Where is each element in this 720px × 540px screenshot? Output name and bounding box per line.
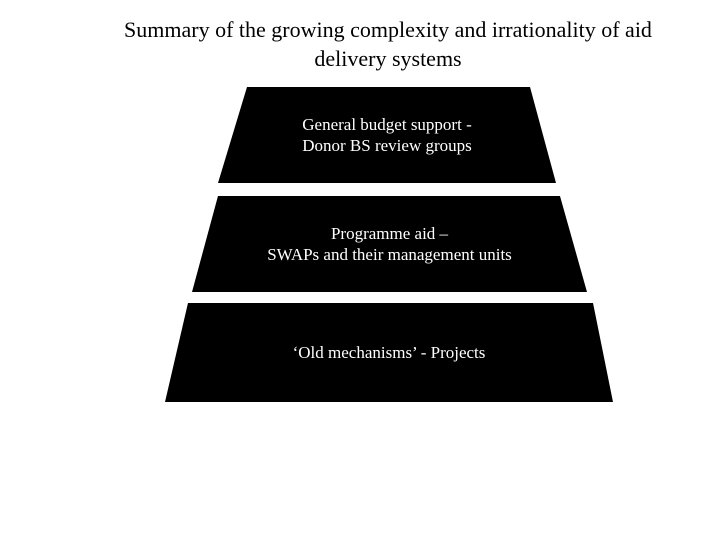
pyramid-level-old-mechanisms: ‘Old mechanisms’ - Projects [165,303,613,402]
slide-title-line-2: delivery systems [314,46,462,71]
level-2-text-line-2: SWAPs and their management units [267,245,512,264]
slide-title: Summary of the growing complexity and ir… [56,15,720,73]
level-1-text-line-1: General budget support - [302,115,472,134]
level-1-text-line-2: Donor BS review groups [302,136,472,155]
level-2-text-line-1: Programme aid – [330,224,449,243]
pyramid-level-programme-aid: Programme aid – SWAPs and their manageme… [192,196,587,292]
slide-title-line-1: Summary of the growing complexity and ir… [124,17,652,42]
level-3-text-line-1: ‘Old mechanisms’ - Projects [292,343,486,362]
pyramid-level-general-budget-support: General budget support - Donor BS review… [218,87,556,183]
